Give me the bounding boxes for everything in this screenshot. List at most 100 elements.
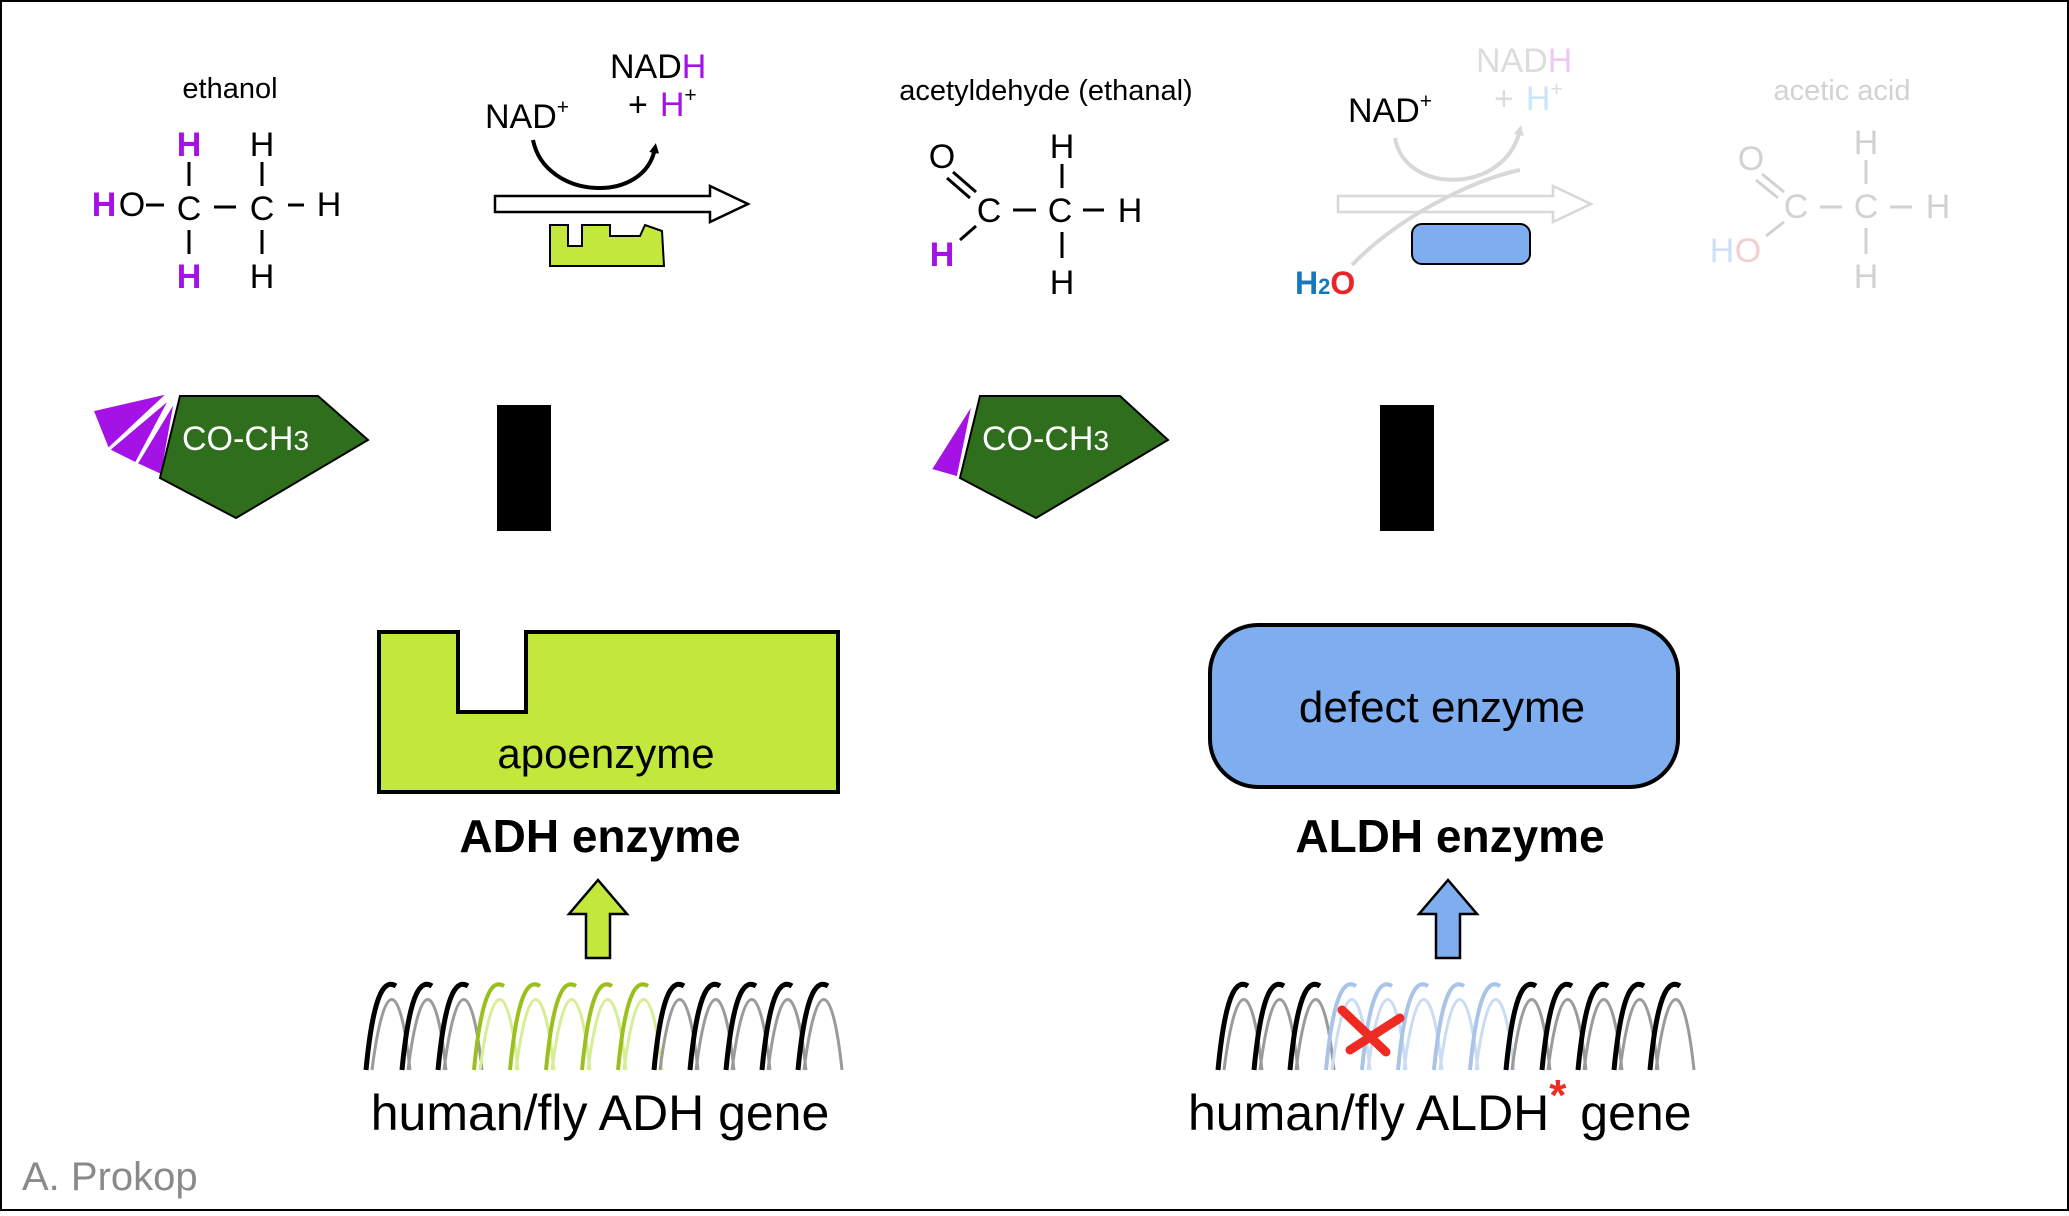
ethanol-h-top: H (250, 126, 275, 164)
acetic-acid-oxygen: O (1738, 140, 1764, 178)
r1-reaction-arrow (493, 184, 751, 224)
r2-nad-charge: + (1420, 90, 1432, 113)
svg-text:+H+: +H+ (628, 84, 697, 124)
adh-column: apoenzyme ADH enzyme human/fly ADH gene (371, 630, 840, 1141)
r2-nadh-base: NAD (1476, 42, 1548, 80)
ethanol-h-right: H (317, 186, 342, 224)
coenzyme-right: CO-CH3 (927, 395, 1170, 520)
aldh-up-arrow (1416, 878, 1480, 960)
acetaldehyde-carbon-2: C (1048, 192, 1073, 230)
r2-water-arrow (1350, 168, 1521, 267)
defect-enzyme-shape (1208, 623, 1680, 789)
water-o: O (1330, 265, 1355, 301)
helix-front-strand (544, 982, 578, 1071)
svg-text:CO-CH3: CO-CH3 (982, 420, 1109, 458)
adh-gene-helix (363, 981, 844, 1071)
helix-front-strand (1575, 981, 1610, 1071)
helix-front-strand (687, 981, 722, 1071)
r2-proton: H (1526, 80, 1551, 118)
apoenzyme-label: apoenzyme (497, 730, 714, 777)
svg-text:human/fly ALDH* gene: human/fly ALDH* gene (1188, 1071, 1692, 1141)
svg-text:H2O: H2O (1295, 265, 1355, 301)
coenzyme-right-body (958, 395, 1170, 520)
defect-enzyme-label: defect enzyme (1299, 683, 1585, 732)
aldh-gene-label-post: gene (1566, 1085, 1691, 1141)
helix-front-strand (723, 981, 758, 1071)
reaction-arrow-1: NAD+ NADH +H+ (485, 48, 751, 267)
r1-apoenzyme-icon (549, 223, 666, 267)
aldh-column: defect enzyme ALDH enzyme human/fly ALDH… (1188, 623, 1692, 1141)
svg-text:+H+: +H+ (1494, 78, 1563, 118)
helix-front-strand (1503, 981, 1538, 1071)
helix-front-strand (1468, 982, 1502, 1071)
acetaldehyde-h-top: H (1050, 128, 1075, 166)
coenzyme-left-body (158, 395, 370, 520)
adh-up-arrow (566, 878, 630, 960)
svg-text:NAD+: NAD+ (485, 96, 569, 136)
helix-front-strand (1396, 982, 1430, 1071)
ethanol-carbon-1: C (177, 190, 202, 228)
r2-curved-arrow (1393, 125, 1524, 182)
coenzyme-left: CO-CH3 (89, 389, 370, 520)
ethanol-carbon-2: C (250, 190, 275, 228)
r1-proton-charge: + (684, 84, 696, 107)
helix-back-strand (1654, 998, 1696, 1071)
r1-nad-charge: + (557, 96, 569, 119)
helix-front-strand (759, 981, 794, 1071)
helix-front-strand (435, 981, 470, 1071)
helix-back-strand (802, 998, 844, 1071)
acetaldehyde-molecule: acetyldehyde (ethanal) O C C H H H H (899, 75, 1192, 302)
coenzyme-left-label: CO-CH (182, 420, 293, 458)
acetaldehyde-carbon-1: C (977, 192, 1002, 230)
helix-front-strand (472, 982, 506, 1071)
coenzyme-right-label: CO-CH (982, 420, 1093, 458)
acetaldehyde-h-bottom: H (1050, 264, 1075, 302)
helix-front-strand (616, 982, 650, 1071)
r2-reaction-arrow (1336, 184, 1594, 224)
r2-proton-charge: + (1550, 78, 1562, 101)
apoenzyme-shape (377, 630, 840, 794)
adh-enzyme-title: ADH enzyme (459, 810, 740, 862)
coenzyme-right-sub: 3 (1093, 425, 1109, 456)
acetaldehyde-oxygen: O (929, 138, 955, 176)
ethanol-hydroxyl-o: O (119, 186, 145, 224)
helix-front-strand (795, 981, 830, 1071)
acetic-acid-h-right: H (1926, 188, 1951, 226)
r2-plus: + (1494, 80, 1514, 118)
ethanol-h-bottom-highlight: H (177, 258, 202, 296)
acetic-acid-h-bottom: H (1854, 258, 1879, 296)
ethanol-label: ethanol (182, 73, 277, 105)
helix-front-strand (651, 981, 686, 1071)
acetaldehyde-bonds (946, 164, 1104, 258)
reaction-arrow-2: NAD+ NADH +H+ H2O (1295, 42, 1594, 301)
adh-gene-label: human/fly ADH gene (371, 1085, 830, 1141)
svg-text:NADH: NADH (1476, 42, 1572, 80)
helix-front-strand (1611, 981, 1646, 1071)
r1-nadh-base: NAD (610, 48, 682, 86)
acetic-acid-carbon-1: C (1784, 188, 1809, 226)
r1-curved-arrow (531, 139, 660, 191)
helix-front-strand (508, 982, 542, 1071)
ethanol-h-bottom: H (250, 258, 275, 296)
r1-plus: + (628, 86, 648, 124)
acetic-acid-molecule: acetic acid O C C H O H H H (1710, 75, 1951, 296)
acetic-acid-hydroxyl-o: O (1735, 232, 1761, 270)
svg-text:CO-CH3: CO-CH3 (182, 420, 309, 458)
helix-front-strand (1432, 982, 1466, 1071)
water-h: H (1295, 265, 1318, 301)
acetic-acid-h-top: H (1854, 124, 1879, 162)
helix-front-strand (580, 982, 614, 1071)
helix-front-strand (1215, 981, 1250, 1071)
r1-proton: H (660, 86, 685, 124)
helix-front-strand (1251, 981, 1286, 1071)
acetic-acid-bonds (1755, 160, 1912, 254)
acetic-acid-hydroxyl-h: H (1710, 232, 1735, 270)
acetaldehyde-label: acetyldehyde (ethanal) (899, 75, 1192, 107)
author-credit: A. Prokop (22, 1155, 198, 1199)
r2-defect-enzyme-icon (1411, 223, 1531, 265)
coenzyme-left-sub: 3 (293, 425, 309, 456)
helix-front-strand (1324, 982, 1358, 1071)
helix-front-strand (1647, 981, 1682, 1071)
helix-front-strand (1287, 981, 1322, 1071)
